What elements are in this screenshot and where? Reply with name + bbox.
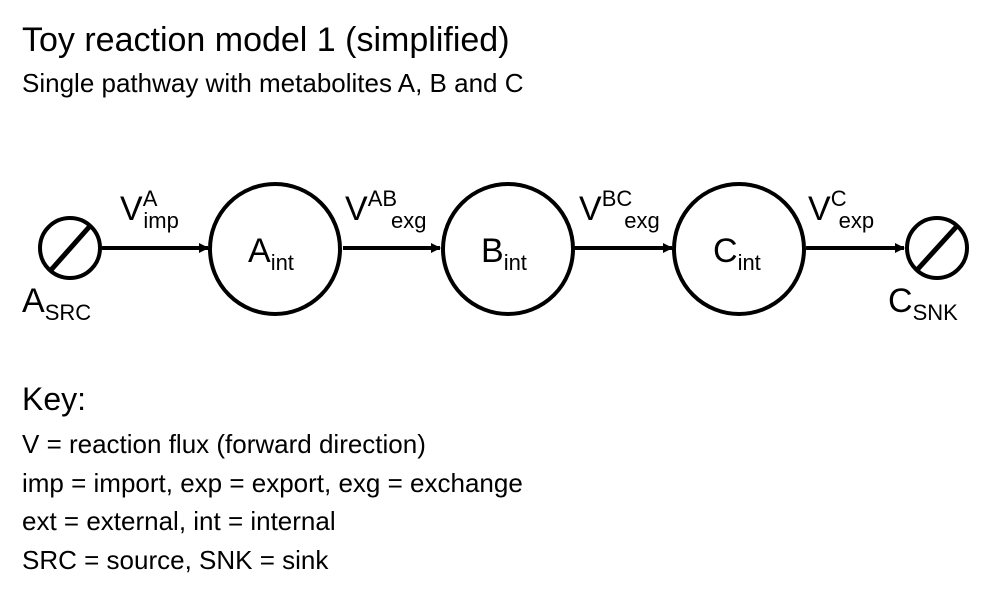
metabolite-node-a: Aint [208, 182, 342, 316]
metabolite-label-c: Cint [713, 232, 761, 275]
sink-label: CSNK [888, 282, 958, 325]
key-item: SRC = source, SNK = sink [22, 544, 329, 575]
key-heading: Key: [22, 381, 87, 417]
metabolite-label-b: Bint [481, 232, 527, 275]
key-list: V = reaction flux (forward direction) im… [22, 425, 523, 579]
key-item: ext = external, int = internal [22, 506, 336, 536]
source-label: ASRC [22, 282, 91, 325]
metabolite-label-a: Aint [248, 232, 294, 275]
source-null-symbol [38, 216, 102, 280]
page-subtitle: Single pathway with metabolites A, B and… [22, 68, 524, 98]
metabolite-node-b: Bint [441, 182, 575, 316]
page-title: Toy reaction model 1 (simplified) [22, 21, 510, 59]
key-item: imp = import, exp = export, exg = exchan… [22, 467, 523, 498]
sink-null-symbol [905, 216, 969, 280]
key-item: V = reaction flux (forward direction) [22, 429, 426, 459]
metabolite-node-c: Cint [672, 182, 806, 316]
